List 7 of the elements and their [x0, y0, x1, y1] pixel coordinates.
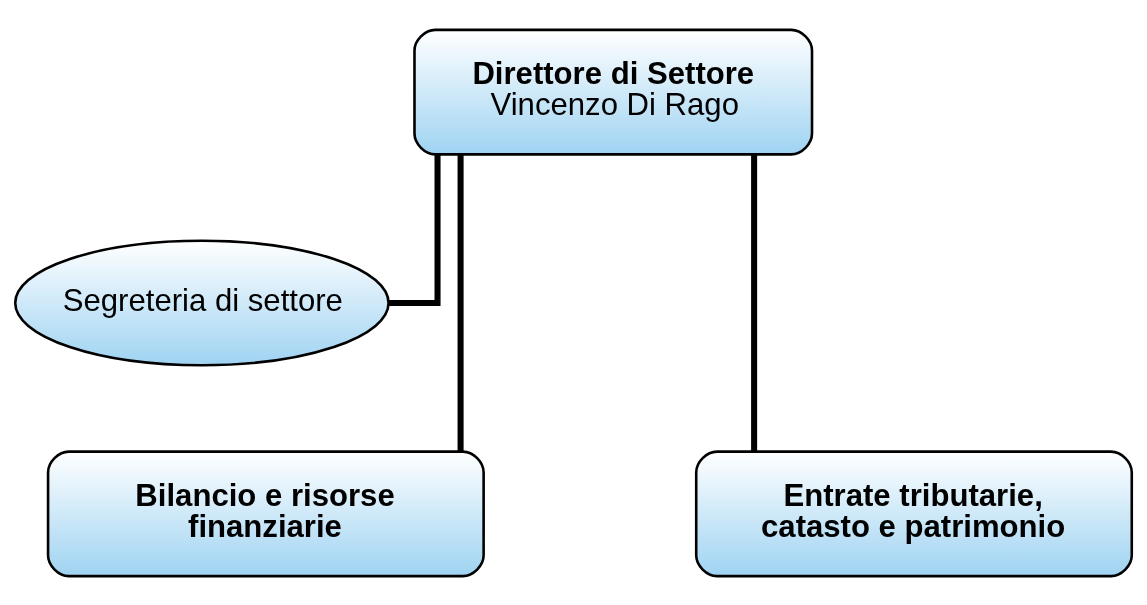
- node-box: Entrate tributarie, catasto e patrimonio: [694, 449, 1134, 577]
- connector: [388, 154, 441, 306]
- node-ellipse: Segreteria di settore: [13, 239, 390, 366]
- connector: [457, 153, 464, 451]
- connector: [751, 153, 758, 451]
- node-box: Direttore di Settore Vincenzo Di Rago: [413, 28, 814, 156]
- node-box: Bilancio e risorse finanziarie: [46, 449, 485, 577]
